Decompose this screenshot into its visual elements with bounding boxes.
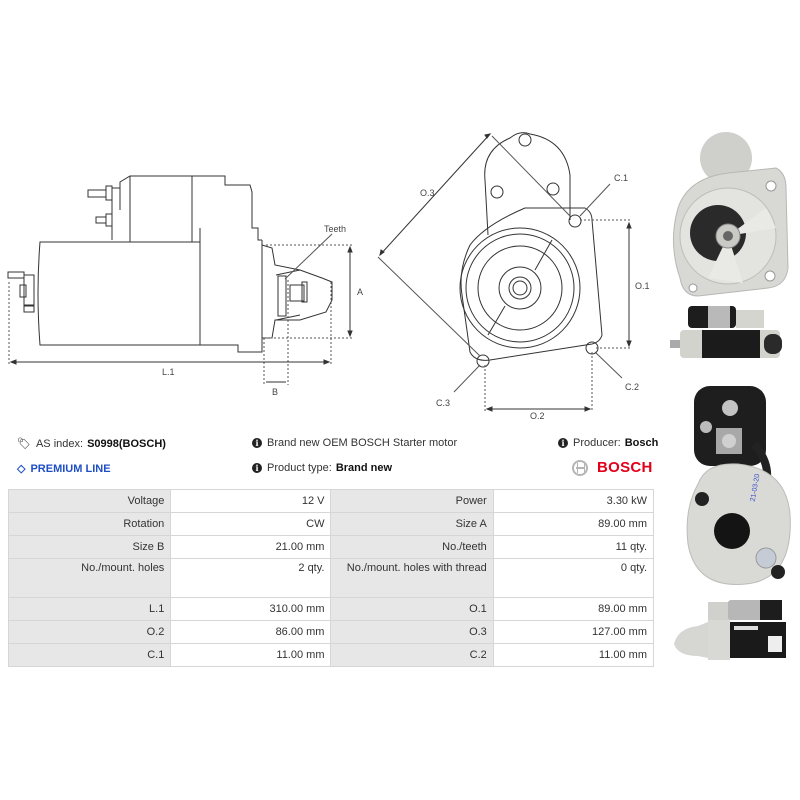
product-type-label: Product type: [267,462,332,474]
teeth-label: Teeth [324,224,346,234]
table-row: L.1 310.00 mm O.1 89.00 mm [7,597,655,621]
a-label: A [357,287,363,297]
spec-label: Power [330,489,494,513]
o1-label: O.1 [635,281,650,291]
table-row: Voltage 12 V Power 3.30 kW [7,489,655,513]
rear-solenoid-photo[interactable]: 21-03-20 [676,384,796,590]
spec-value: 89.00 mm [492,597,655,621]
premium-line-label: PREMIUM LINE [30,462,111,475]
side-photo-2[interactable] [668,596,796,676]
spec-value: 11.00 mm [170,643,332,667]
info-icon: i [252,438,262,448]
spec-value: 11 qty. [492,535,655,559]
as-index-label: AS index: [35,437,84,450]
front-view-diagram: C.1 O.1 C.2 C.3 O.2 O.3 [377,132,650,420]
spec-label: O.2 [7,620,172,644]
spec-label: C.1 [7,643,172,667]
spec-label: O.3 [330,620,494,644]
o3-label: O.3 [420,188,435,198]
spec-value: 127.00 mm [492,620,655,644]
spec-value: 0 qty. [492,558,655,598]
table-row: O.2 86.00 mm O.3 127.00 mm [7,620,655,644]
info-icon: i [558,438,568,448]
spec-label: C.2 [330,643,494,667]
producer-line: i Producer: Bosch [558,437,658,449]
info-icon: i [252,463,262,473]
premium-line-badge: ◇ PREMIUM LINE [17,462,111,476]
product-type-value: Brand new [335,462,393,474]
front-flange-photo[interactable] [668,128,796,300]
spec-label: O.1 [330,597,494,621]
as-index-value: S0998(BOSCH) [87,437,166,450]
b-label: B [272,387,278,397]
spec-value: 89.00 mm [492,512,655,536]
spec-value: 21.00 mm [170,535,332,559]
spec-label: Size A [330,512,494,536]
l1-label: L.1 [162,367,175,377]
table-row: Size B 21.00 mm No./teeth 11 qty. [7,535,655,559]
c2-label: C.2 [625,382,639,392]
side-view-diagram: Teeth A B L.1 [7,175,363,397]
description-text: Brand new OEM BOSCH Starter motor [267,437,458,449]
bosch-logo-text: BOSCH [597,459,653,476]
diamond-icon: ◇ [17,463,26,475]
table-row: C.1 11.00 mm C.2 11.00 mm [7,643,655,667]
spec-value: CW [170,512,332,536]
spec-value: 2 qty. [170,558,332,598]
c3-label: C.3 [436,398,450,408]
producer-label: Producer: [573,437,621,449]
tag-icon: 🏷︎ [17,438,31,450]
spec-value: 86.00 mm [170,620,332,644]
producer-value: Bosch [624,437,659,449]
bosch-logo: BOSCH [572,459,653,476]
spec-value: 12 V [170,489,332,513]
table-row: Rotation CW Size A 89.00 mm [7,512,655,536]
spec-label: Rotation [7,512,172,536]
product-type-line: i Product type: Brand new [252,462,392,474]
bosch-armature-icon [572,459,588,476]
table-row: No./mount. holes 2 qty. No./mount. holes… [7,558,655,598]
side-photo-1[interactable] [668,300,796,380]
spec-value: 3.30 kW [492,489,655,513]
specs-table: Voltage 12 V Power 3.30 kW Rotation CW S… [7,489,655,667]
spec-label: No./mount. holes with thread [330,558,494,598]
spec-label: Voltage [7,489,172,513]
spec-value: 310.00 mm [170,597,332,621]
spec-label: Size B [7,535,172,559]
as-index-line: 🏷︎ AS index: S0998(BOSCH) [17,437,166,451]
spec-label: No./mount. holes [7,558,172,598]
description-line: i Brand new OEM BOSCH Starter motor [252,437,457,449]
svg-text:21-03-20: 21-03-20 [750,473,762,502]
spec-label: No./teeth [330,535,494,559]
c1-label: C.1 [614,173,628,183]
spec-value: 11.00 mm [492,643,655,667]
o2-label: O.2 [530,411,545,420]
spec-label: L.1 [7,597,172,621]
